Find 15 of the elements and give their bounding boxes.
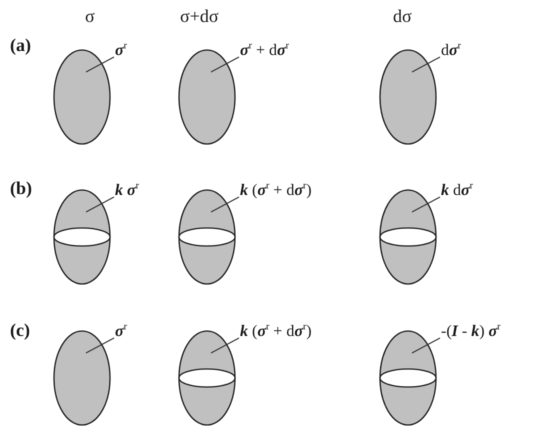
formula-label: -(I - k) σ$^{r}$: [441, 323, 501, 341]
formula-label: k σ$^{r}$: [115, 182, 139, 200]
formula-label: σ$^{r}$ + dσ$^{r}$: [240, 42, 289, 60]
formula-label: dσ$^{r}$: [441, 42, 461, 60]
panel-label: (b): [10, 178, 32, 198]
formula-label: σ$^{r}$: [115, 42, 127, 60]
panel-label: (c): [10, 320, 30, 340]
panel-label: (a): [10, 35, 31, 55]
formula-label: k dσ$^{r}$: [441, 182, 473, 200]
column-heading: σ: [85, 6, 95, 26]
formula-label: k (σ$^{r}$ + dσ$^{r}$): [240, 182, 312, 200]
column-heading: σ+dσ: [180, 6, 219, 26]
column-heading: dσ: [393, 6, 412, 26]
formula-label: σ$^{r}$: [115, 323, 127, 341]
formula-label: k (σ$^{r}$ + dσ$^{r}$): [240, 323, 312, 341]
